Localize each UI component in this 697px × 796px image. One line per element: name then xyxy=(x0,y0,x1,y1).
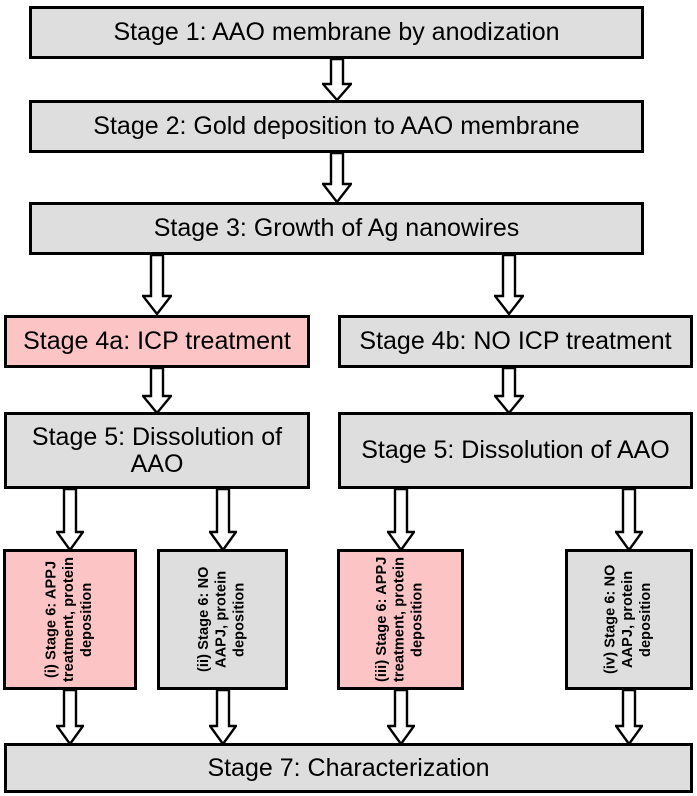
arrow-stage5-left-to-stage6-i xyxy=(56,489,84,551)
node-stage4a-label: Stage 4a: ICP treatment xyxy=(23,327,291,355)
arrow-stage4b-to-stage5-right xyxy=(494,368,524,414)
node-stage2[interactable]: Stage 2: Gold deposition to AAO membrane xyxy=(29,100,644,153)
node-stage3[interactable]: Stage 3: Growth of Ag nanowires xyxy=(29,202,644,255)
node-stage1[interactable]: Stage 1: AAO membrane by anodization xyxy=(29,6,644,59)
node-stage6-iii-label: (iii) Stage 6: APPJ treatment, protein d… xyxy=(373,556,426,683)
arrow-stage6-ii-to-stage7 xyxy=(209,690,237,745)
arrow-stage5-left-to-stage6-ii xyxy=(209,489,237,551)
node-stage5-left[interactable]: Stage 5: Dissolution of AAO xyxy=(4,412,310,489)
arrow-stage5-right-to-stage6-iv xyxy=(615,489,643,551)
arrow-stage5-right-to-stage6-iii xyxy=(387,489,415,551)
arrow-stage1-to-stage2 xyxy=(322,59,352,101)
node-stage6-ii-label: (ii) Stage 6: NO AAPJ, protein depositio… xyxy=(195,566,248,673)
arrow-stage2-to-stage3 xyxy=(322,153,352,203)
node-stage5-left-label: Stage 5: Dissolution of AAO xyxy=(31,422,283,478)
node-stage6-iv-label: (iv) Stage 6: NO AAPJ, protein depositio… xyxy=(602,564,654,675)
arrow-stage3-to-stage4b xyxy=(494,255,524,315)
node-stage4a[interactable]: Stage 4a: ICP treatment xyxy=(4,315,310,368)
arrow-stage6-iii-to-stage7 xyxy=(387,690,415,745)
node-stage6-iv[interactable]: (iv) Stage 6: NO AAPJ, protein depositio… xyxy=(565,549,693,690)
node-stage1-label: Stage 1: AAO membrane by anodization xyxy=(113,18,560,46)
node-stage6-ii[interactable]: (ii) Stage 6: NO AAPJ, protein depositio… xyxy=(157,549,288,690)
node-stage6-i[interactable]: (i) Stage 6: APPJ treatment, protein dep… xyxy=(3,549,137,690)
arrow-stage6-iv-to-stage7 xyxy=(615,690,643,745)
node-stage4b-label: Stage 4b: NO ICP treatment xyxy=(359,327,672,355)
node-stage6-iii[interactable]: (iii) Stage 6: APPJ treatment, protein d… xyxy=(337,549,464,690)
node-stage4b[interactable]: Stage 4b: NO ICP treatment xyxy=(338,315,693,368)
node-stage5-right-label: Stage 5: Dissolution of AAO xyxy=(361,436,670,464)
arrow-stage4a-to-stage5-left xyxy=(142,368,172,414)
node-stage6-i-label: (i) Stage 6: APPJ treatment, protein dep… xyxy=(43,556,95,683)
node-stage7[interactable]: Stage 7: Characterization xyxy=(4,743,693,793)
arrow-stage3-to-stage4a xyxy=(142,255,172,315)
arrow-stage6-i-to-stage7 xyxy=(56,690,84,745)
node-stage2-label: Stage 2: Gold deposition to AAO membrane xyxy=(93,112,580,140)
node-stage5-right[interactable]: Stage 5: Dissolution of AAO xyxy=(338,412,693,489)
node-stage7-label: Stage 7: Characterization xyxy=(207,753,490,782)
node-stage3-label: Stage 3: Growth of Ag nanowires xyxy=(153,214,520,242)
